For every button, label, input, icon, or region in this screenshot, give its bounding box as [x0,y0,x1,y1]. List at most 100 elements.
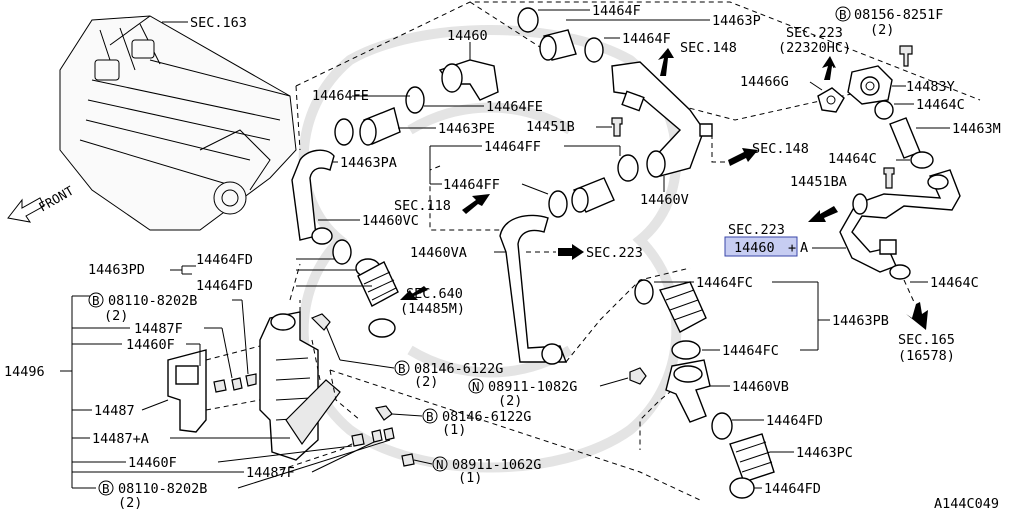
label-14466G: 14466G [740,74,789,90]
label-08110-8202B-b-qty: (2) [118,495,142,511]
intercooler-14461 [259,311,341,461]
label-08110-8202B-a-qty: (2) [104,308,128,324]
bolt-08110-a [213,379,227,393]
bolt-mark-08146-b: B [426,409,434,424]
label-14487: 14487 [94,403,135,419]
pipe-14460VA [499,214,568,365]
label-14464F-b: 14464F [622,31,671,47]
clamp-14464C-b [910,151,934,169]
label-14464C-b: 14464C [828,151,877,167]
nut-mark-08911-1062G: N [436,457,444,472]
front-direction-arrow: FRONT [7,183,76,223]
seal-14460F-b [351,433,365,447]
arrow-sec148-a [658,48,674,76]
label-14463M: 14463M [952,121,1001,137]
clamp-14464FE-b [334,118,354,146]
drawing-code: A144C049 [934,496,999,511]
label-08146-6122G-a-qty: (2) [414,374,438,390]
label-14460V: 14460V [640,192,689,208]
bolt-14451B [611,117,623,137]
bolt-marker-08146-a [394,360,410,376]
label-08146-6122G-b-qty: (1) [442,422,466,438]
label-16578: (16578) [898,348,955,364]
clamp-14464F-a [517,7,539,33]
bolt-08156 [899,45,913,67]
label-14463PC: 14463PC [796,445,853,461]
label-14451B: 14451B [526,119,575,135]
label-sec148-a: SEC.148 [680,40,737,56]
label-14460F-b: 14460F [128,455,177,471]
clamp-14464FE-a [405,86,425,114]
label-14487F-a: 14487F [134,321,183,337]
label-08110-8202B-b: 08110-8202B [118,481,207,497]
label-14460-highlighted: 14460 [734,240,775,256]
bolt-marker-08110-b [98,480,114,496]
label-14464FD-a: 14464FD [196,252,253,268]
clamp-14464FC-a [634,279,654,305]
nut-marker-08911-1062G [432,456,448,472]
bolt-marker-08156 [835,6,851,22]
label-14464FC-b: 14464FC [722,343,779,359]
clamp-14464C-a [874,100,894,120]
bolt-08110-b [383,427,395,441]
nut-08911-1062G [401,453,415,467]
label-08156-8251F: 08156-8251F [854,7,943,23]
label-22320hc: (22320HC) [778,40,851,56]
hose-14463M [889,117,921,159]
nut-mark-08911-1082G: N [472,379,480,394]
bolt-mark-08156: B [839,7,847,22]
label-08911-1062G: 08911-1062G [452,457,541,473]
label-14460VA: 14460VA [410,245,467,261]
label-sec640: SEC.640 [406,286,463,302]
clamp-14464FD-c [711,412,733,440]
label-14451BA: 14451BA [790,174,847,190]
label-sec148-b: SEC.148 [752,141,809,157]
label-14464FE-a: 14464FE [312,88,369,104]
label-sec163: SEC.163 [190,15,247,31]
arrow-sec165 [906,302,928,330]
clamp-14464C-c [889,264,911,280]
label-14463PB: 14463PB [832,313,889,329]
label-14464FF-a: 14464FF [484,139,541,155]
label-14460VC: 14460VC [362,213,419,229]
nut-08911-1082G [629,367,647,385]
arrow-sec223-b [808,206,838,222]
label-08110-8202B-a: 08110-8202B [108,293,197,309]
hose-14463PB [659,281,707,333]
label-14485M: (14485M) [400,301,465,317]
label-14464FF-b: 14464FF [443,177,500,193]
clamp-14464FD-b [368,318,396,338]
arrow-sec223-c [558,244,584,260]
label-14460VB: 14460VB [732,379,789,395]
part-14460-elbow [438,59,499,101]
arrow-sec223-a [822,56,836,80]
label-sec223-22320hc: SEC.223 [786,25,843,41]
label-14460-suffix: A [800,240,808,256]
arrow-sec148-b [728,148,758,166]
label-08911-1082G: 08911-1082G [488,379,577,395]
label-14463PA: 14463PA [340,155,397,171]
bolt-marker-08146-b [422,408,438,424]
clamp-14464FF-a [617,154,639,182]
label-14464C-a: 14464C [916,97,965,113]
label-sec165: SEC.165 [898,332,955,348]
label-14464FD-c: 14464FD [766,413,823,429]
clamp-14464FF-b [548,190,568,218]
label-sec223-b: SEC.223 [728,222,785,238]
label-14487A: 14487+A [92,431,149,447]
pipe-14460VC [291,149,335,245]
grommet-14487F-a [231,377,243,391]
label-08911-1082G-qty: (2) [498,393,522,409]
valve-14483Y [847,65,893,105]
clamp-14464FD-a [332,239,352,265]
arrow-sec640 [400,286,428,300]
label-08146-6122G-b: 08146-6122G [442,409,531,425]
engine-block-illustration [59,15,297,231]
label-14464FE-b: 14464FE [486,99,543,115]
label-14464FC-a: 14464FC [696,275,753,291]
nut-marker-08911-1082G [468,378,484,394]
label-14487F-b: 14487F [246,465,295,481]
pipe-14460-right [839,169,961,273]
label-14464FD-b: 14464FD [196,278,253,294]
